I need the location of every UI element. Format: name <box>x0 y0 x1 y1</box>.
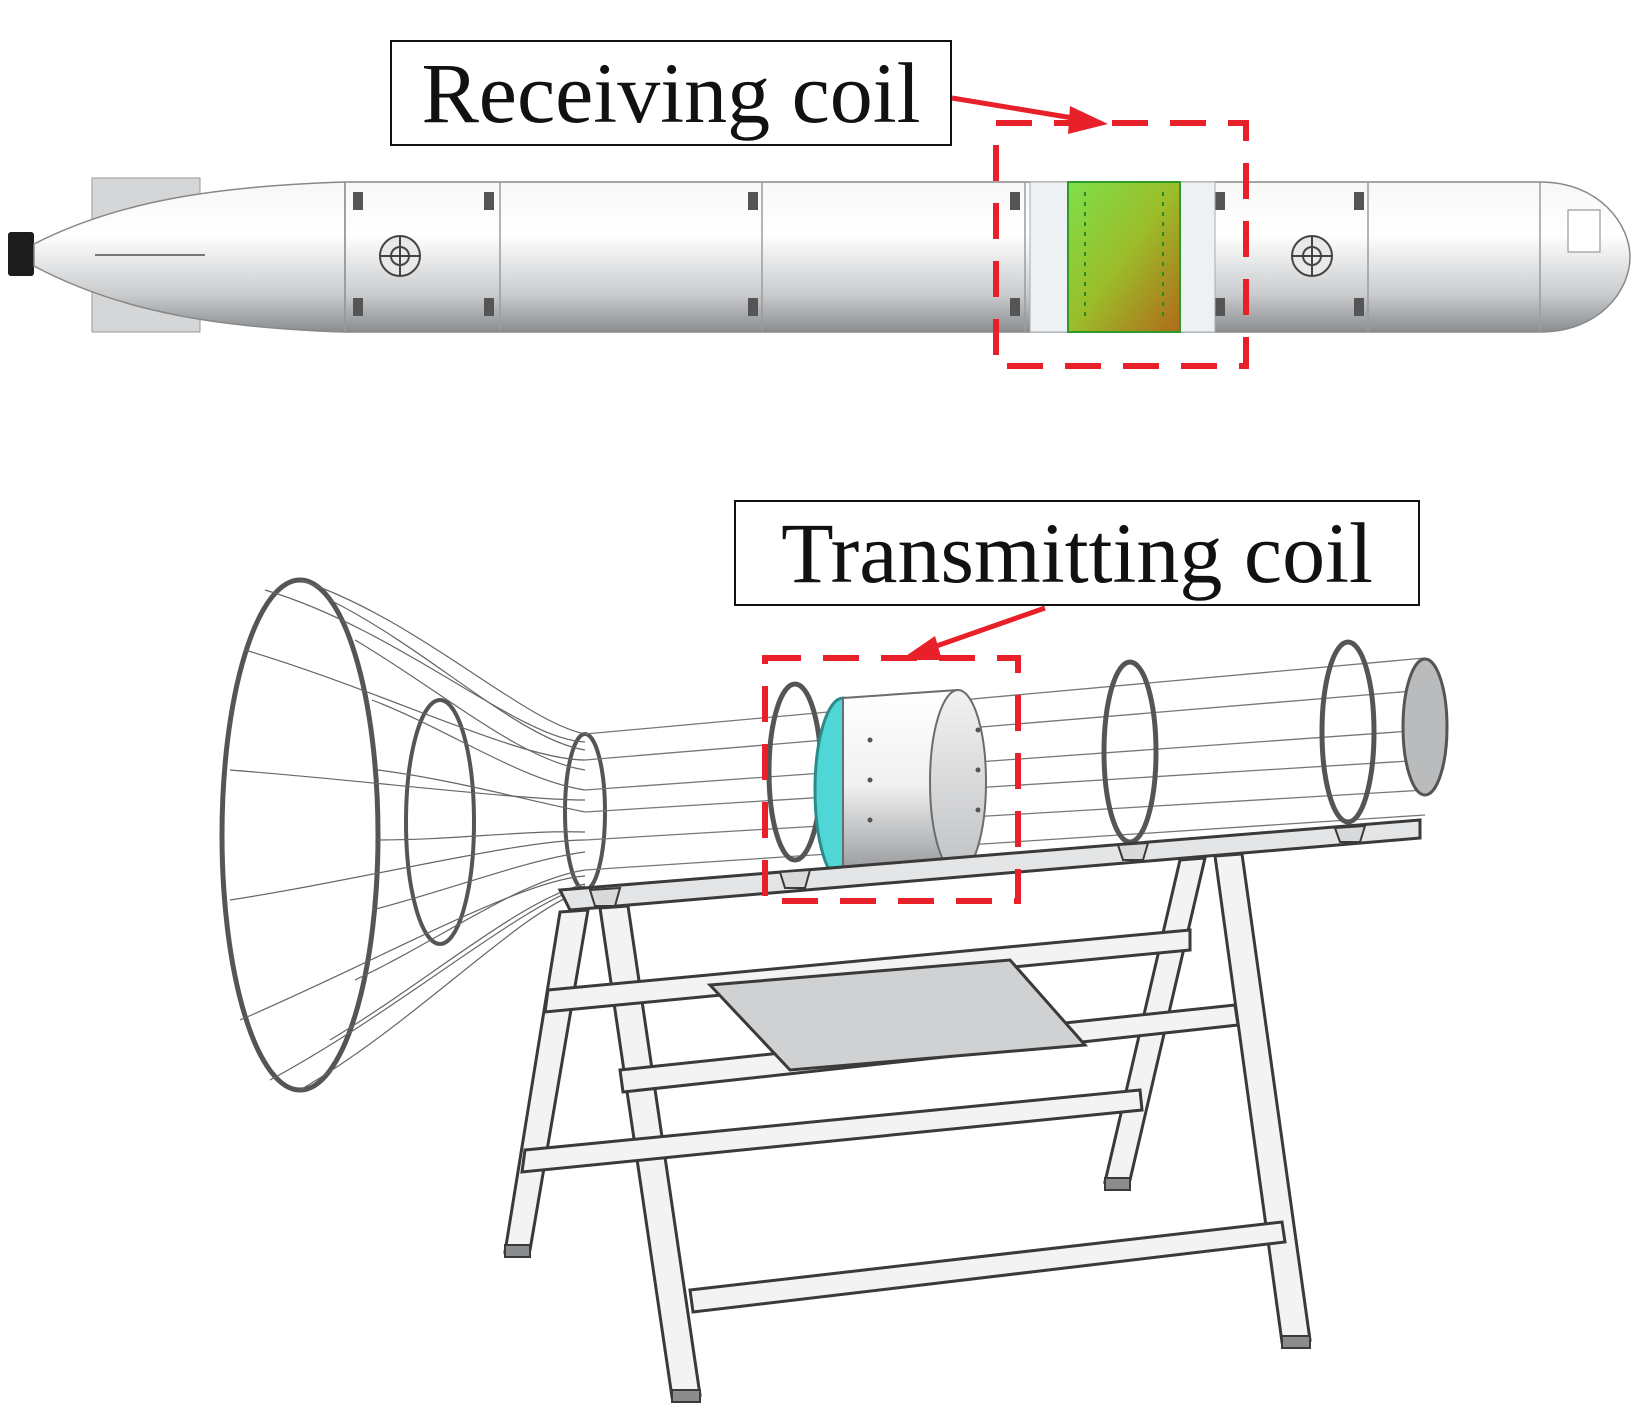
tube-ring-2 <box>1101 659 1159 845</box>
test-rig <box>219 577 1449 1403</box>
rig-tray <box>706 958 1089 1072</box>
tube-ring-1 <box>766 681 824 863</box>
auv-thruster-right <box>1291 235 1333 277</box>
auv-hull <box>344 181 1631 333</box>
receiving-highlight-box <box>993 120 1249 369</box>
auv-tail-cone <box>33 181 346 333</box>
transmitting-coil-label: Transmitting coil <box>734 500 1420 606</box>
auv-body <box>8 177 1631 333</box>
receiving-coil-label: Receiving coil <box>390 40 952 146</box>
auv-propeller <box>8 232 34 276</box>
transmitting-coil <box>813 688 987 884</box>
test-tube-wires <box>584 657 1426 871</box>
tube-end-disc <box>1401 657 1449 797</box>
auv-thruster-left <box>379 235 421 277</box>
rig-frame <box>503 852 1312 1399</box>
receiving-coil <box>1067 181 1181 333</box>
transmitting-arrow <box>900 605 1046 660</box>
transmitting-highlight-box <box>762 655 1021 904</box>
bell-mouth <box>219 577 607 1093</box>
tube-ring-3 <box>1319 639 1377 825</box>
receiving-arrow <box>951 95 1108 134</box>
